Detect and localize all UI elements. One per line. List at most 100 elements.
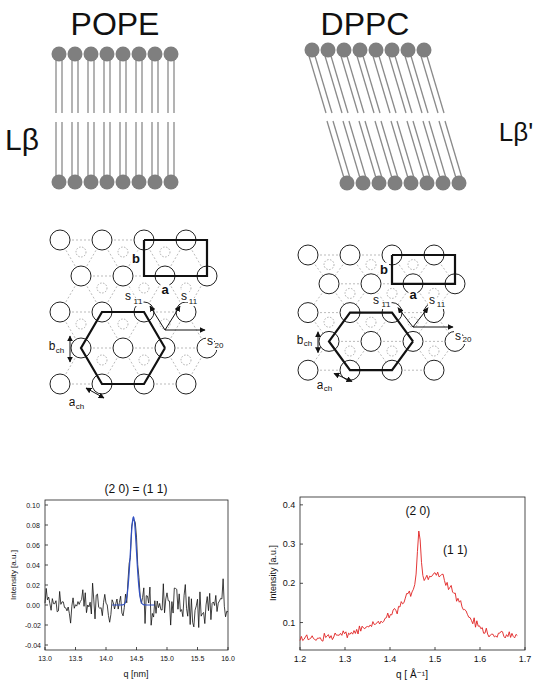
lipid-tail bbox=[395, 56, 412, 113]
tick-label: 1.7 bbox=[519, 655, 532, 664]
tick-mark bbox=[45, 625, 48, 626]
phase-label: Lβ' bbox=[499, 119, 533, 145]
vector-arrow bbox=[70, 336, 71, 362]
pope-plot bbox=[45, 500, 228, 650]
tick-mark bbox=[300, 583, 303, 584]
vector-arrow bbox=[165, 306, 180, 330]
lipid-tail bbox=[71, 122, 72, 178]
tick-mark bbox=[45, 505, 48, 506]
reciprocal-vector: s bbox=[428, 294, 436, 306]
chain-circle bbox=[92, 230, 112, 250]
tick-mark bbox=[45, 585, 48, 586]
lipid-head bbox=[148, 175, 163, 190]
lattice-vector: a bbox=[160, 283, 169, 296]
tick-mark bbox=[167, 647, 168, 650]
lipid-head bbox=[369, 43, 384, 58]
dashed-site bbox=[76, 319, 86, 329]
tick-label: 0.06 bbox=[26, 542, 40, 549]
lipid-head bbox=[116, 175, 131, 190]
lipid-tail bbox=[333, 121, 350, 178]
lipid-tail bbox=[109, 58, 110, 113]
column-title: DPPC bbox=[321, 8, 410, 40]
lipid-tail bbox=[381, 121, 398, 178]
dashed-site bbox=[181, 355, 191, 365]
reciprocal-vector: s bbox=[180, 290, 188, 302]
vector-subscript: 1̄1 bbox=[133, 298, 144, 306]
lipid-tail bbox=[349, 121, 366, 178]
lipid-head bbox=[436, 176, 451, 191]
lipid-tail bbox=[397, 121, 414, 178]
lipid-tail bbox=[173, 58, 174, 113]
vector-arrow bbox=[86, 388, 104, 398]
data-curve bbox=[300, 531, 517, 641]
tick-label: 0.1 bbox=[283, 618, 296, 627]
tick-label: -0.04 bbox=[25, 642, 41, 649]
chain-circle bbox=[50, 230, 70, 250]
pope-lattice bbox=[50, 230, 217, 398]
tick-mark bbox=[300, 504, 303, 505]
lipid-head bbox=[84, 175, 99, 190]
vector-subscript: 20 bbox=[214, 342, 225, 350]
lipid-head bbox=[148, 47, 163, 62]
vector-arrow bbox=[334, 373, 352, 381]
vector-arrow bbox=[413, 308, 428, 327]
tick-label: 0.4 bbox=[283, 500, 296, 509]
chain-circle bbox=[298, 245, 318, 265]
vector-arrow bbox=[318, 332, 319, 353]
chain-circle bbox=[361, 274, 381, 294]
tick-label: 13.0 bbox=[38, 655, 52, 662]
lipid-tail bbox=[119, 122, 120, 178]
chain-circle bbox=[361, 331, 381, 351]
peak-label: (1 1) bbox=[442, 544, 469, 556]
lipid-tail bbox=[411, 56, 428, 113]
lipid-tail bbox=[103, 122, 104, 178]
tick-label: -0.02 bbox=[25, 622, 41, 629]
lipid-head bbox=[68, 175, 83, 190]
lipid-head bbox=[52, 47, 67, 62]
lipid-tail bbox=[135, 122, 136, 178]
tick-label: 0.3 bbox=[283, 540, 296, 549]
tick-mark bbox=[45, 525, 48, 526]
phase-label: Lβ bbox=[5, 125, 39, 155]
spacing-subscript: ch bbox=[55, 347, 65, 355]
chain-circle bbox=[319, 274, 339, 294]
lipid-tail bbox=[141, 58, 142, 113]
reciprocal-vector: s bbox=[124, 290, 132, 302]
axis-label: Intensity [a.u.] bbox=[269, 545, 278, 601]
peak-label: (2 0) bbox=[405, 505, 432, 517]
chain-circle bbox=[424, 360, 444, 380]
dashed-site bbox=[324, 260, 334, 270]
chain-circle bbox=[298, 303, 318, 323]
lipid-head bbox=[385, 43, 400, 58]
lipid-tail bbox=[379, 56, 396, 113]
lipid-tail bbox=[315, 56, 332, 113]
data-curve bbox=[45, 520, 228, 628]
vector-arrow bbox=[150, 306, 165, 330]
lipid-tail bbox=[151, 58, 152, 113]
rect-cell bbox=[392, 255, 455, 284]
lipid-head bbox=[372, 176, 387, 191]
tick-mark bbox=[197, 647, 198, 650]
lipid-head bbox=[305, 43, 320, 58]
dashed-site bbox=[345, 288, 355, 298]
lipid-tail bbox=[151, 122, 152, 178]
tick-mark bbox=[106, 647, 107, 650]
tick-label: 0.02 bbox=[26, 582, 40, 589]
tick-mark bbox=[45, 645, 48, 646]
chain-circle bbox=[340, 245, 360, 265]
tick-mark bbox=[525, 647, 526, 650]
dppc-plot bbox=[300, 497, 525, 650]
tick-mark bbox=[300, 622, 303, 623]
tick-label: 15.5 bbox=[191, 655, 205, 662]
tick-mark bbox=[45, 605, 48, 606]
tick-mark bbox=[300, 647, 301, 650]
vector-arrow bbox=[413, 327, 453, 328]
lipid-tail bbox=[55, 122, 56, 178]
lipid-head bbox=[164, 175, 179, 190]
lipid-tail bbox=[61, 122, 62, 178]
reciprocal-vector: s bbox=[372, 294, 380, 306]
lipid-tail bbox=[157, 122, 158, 178]
plot-frame bbox=[45, 500, 228, 650]
lipid-head bbox=[388, 176, 403, 191]
spacing-subscript: ch bbox=[303, 340, 313, 348]
